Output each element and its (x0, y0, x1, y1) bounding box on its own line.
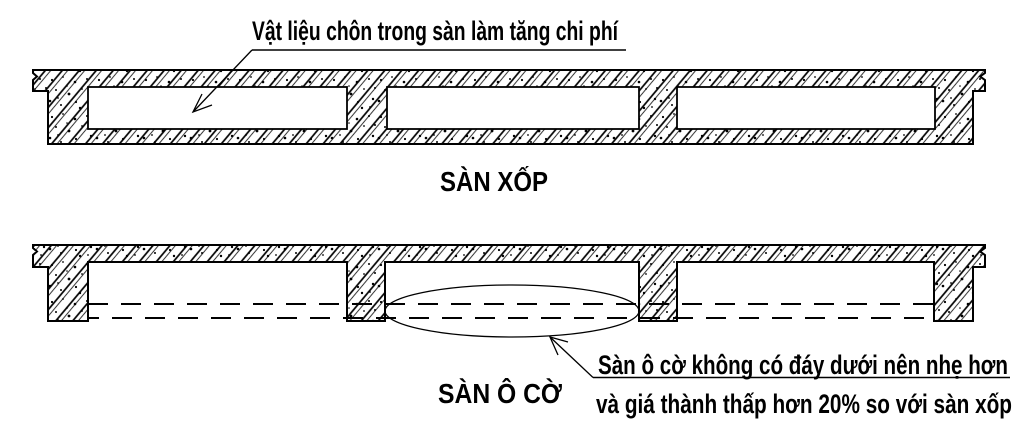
waffle-slab-outline (32, 244, 986, 322)
waffle-slab-title: SÀN Ô CỜ (438, 377, 562, 409)
waffle-annotation-text-line2: và giá thành thấp hơn 20% so với sàn xốp (596, 389, 1012, 419)
foam-void-right (676, 86, 936, 130)
waffle-slab-concrete-specks (33, 245, 985, 321)
foam-slab-outline (32, 69, 986, 145)
highlight-ellipse (384, 284, 640, 338)
waffle-annotation-text-line1: Sàn ô cờ không có đáy dưới nên nhẹ hơn (598, 350, 1008, 380)
waffle-slab-section: Sàn ô cờ không có đáy dưới nên nhẹ hơn v… (32, 244, 1012, 419)
waffle-annotation-arrowhead-icon (548, 336, 569, 356)
waffle-annotation-leader-line (549, 336, 594, 378)
foam-slab-title: SÀN XỐP (440, 165, 548, 197)
foam-slab-section: Vật liệu chôn trong sàn làm tăng chi phí… (32, 16, 986, 197)
foam-void-middle (386, 86, 640, 130)
foam-annotation-leader-line (192, 49, 253, 113)
foam-void-left (87, 86, 348, 130)
foam-annotation-arrowhead-icon (191, 93, 213, 114)
foam-annotation-text: Vật liệu chôn trong sàn làm tăng chi phí (252, 16, 619, 46)
